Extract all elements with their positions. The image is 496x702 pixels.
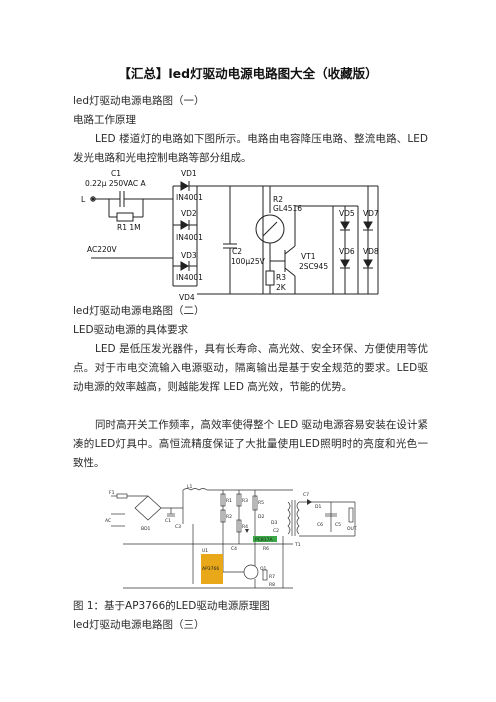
- pc817a-optocoupler: [253, 536, 277, 542]
- d2-label-F1: F1: [109, 490, 115, 496]
- d2-label-R6: R6: [263, 546, 269, 552]
- d1-label-C2-value: 100μ25V: [231, 257, 266, 266]
- d1-label-C1-value: 0.22μ 250VAC A: [85, 179, 146, 188]
- d2-label-R4: R4: [242, 524, 248, 530]
- d2-label-D2: D2: [258, 514, 264, 520]
- paragraph-3: 同时高开关工作频率，高效率使得整个 LED 驱动电源容易安装在设计紧凑的LED灯…: [73, 419, 428, 469]
- d1-label-L: L: [81, 195, 86, 204]
- d2-label-T1: T1: [294, 542, 301, 548]
- d2-label-out: OUT: [347, 526, 357, 532]
- d2-label-R1: R1: [226, 498, 232, 504]
- d2-label-R8: R8: [269, 582, 275, 588]
- d1-label-IN4001-3: IN4001: [176, 273, 203, 282]
- d2-label-C5: C5: [335, 522, 341, 528]
- d2-label-BD1: BD1: [141, 526, 151, 532]
- d1-label-R3: R3: [276, 273, 286, 282]
- requirements-heading: LED驱动电源的具体要求: [73, 324, 189, 336]
- led-stair-light-circuit-diagram: L C1 0.22μ 250VAC A R1 1M VD1 IN4001 VD2…: [81, 169, 379, 301]
- d2-label-C3: C3: [175, 524, 181, 530]
- d2-label-L1: L1: [187, 484, 193, 490]
- d2-label-AC: AC: [105, 518, 111, 524]
- d1-label-R2: R2: [273, 195, 283, 204]
- d1-label-VD7: VD7: [363, 209, 379, 218]
- d1-label-AC220V: AC220V: [87, 245, 118, 254]
- d1-label-R2-value: GL4516: [273, 204, 302, 213]
- d1-label-VD5: VD5: [339, 209, 355, 218]
- d1-label-VD4: VD4: [179, 293, 195, 301]
- section3-heading: led灯驱动电源电路图（三）: [73, 619, 205, 631]
- d1-label-VD2: VD2: [181, 209, 197, 218]
- d2-label-C4: C4: [231, 546, 237, 552]
- d1-label-C2: C2: [232, 247, 242, 256]
- paragraph-2: LED 是低压发光器件，具有长寿命、高光效、安全环保、方便使用等优点。对于市电交…: [73, 343, 428, 393]
- section2-heading: led灯驱动电源电路图（二）: [73, 305, 205, 317]
- d2-label-ic: AP3766: [202, 566, 219, 572]
- d1-label-C1: C1: [111, 169, 121, 178]
- d1-label-VD6: VD6: [339, 247, 355, 256]
- ap3766-led-driver-schematic: F1 AC BD1 C1 C3 L1 R1 R2 R3 R4 R5 D2 C4 …: [105, 484, 357, 589]
- d1-label-R3-value: 2K: [276, 283, 287, 292]
- figure-caption: 图 1：基于AP3766的LED驱动电源原理图: [73, 600, 270, 612]
- d2-label-Q1: Q1: [260, 566, 267, 572]
- d2-label-R3: R3: [242, 498, 248, 504]
- d1-label-VD8: VD8: [363, 247, 379, 256]
- d2-label-C1: C1: [165, 518, 171, 524]
- section1-heading: led灯驱动电源电路图（一）: [73, 95, 205, 107]
- paragraph-1: LED 楼道灯的电路如下图所示。电路由电容降压电路、整流电路、LED发光电路和光…: [73, 133, 428, 164]
- d1-label-R1: R1 1M: [117, 223, 141, 232]
- d2-label-D3: D3: [271, 520, 277, 526]
- ap3766-ic-chip: [201, 554, 223, 584]
- d2-label-U1: U1: [202, 548, 208, 554]
- d1-label-IN4001-1: IN4001: [176, 193, 203, 202]
- page-title: 【汇总】led灯驱动电源电路图大全（收藏版）: [118, 66, 378, 81]
- d1-label-VD3: VD3: [181, 251, 197, 260]
- d2-label-opto: PC817A: [255, 537, 273, 543]
- d2-label-D1: D1: [315, 504, 321, 510]
- d1-label-VD1: VD1: [181, 169, 197, 178]
- d1-label-VT1: VT1: [301, 252, 316, 261]
- d2-label-R2: R2: [226, 514, 232, 520]
- d2-label-C2: C2: [273, 528, 279, 534]
- principle-heading: 电路工作原理: [73, 114, 136, 126]
- d2-label-C6: C6: [317, 522, 323, 528]
- d2-label-R7: R7: [269, 574, 275, 580]
- d1-label-IN4001-2: IN4001: [176, 233, 203, 242]
- d2-label-C7: C7: [303, 492, 309, 498]
- d2-label-R5: R5: [258, 500, 264, 506]
- d1-label-VT1-value: 2SC945: [299, 262, 328, 271]
